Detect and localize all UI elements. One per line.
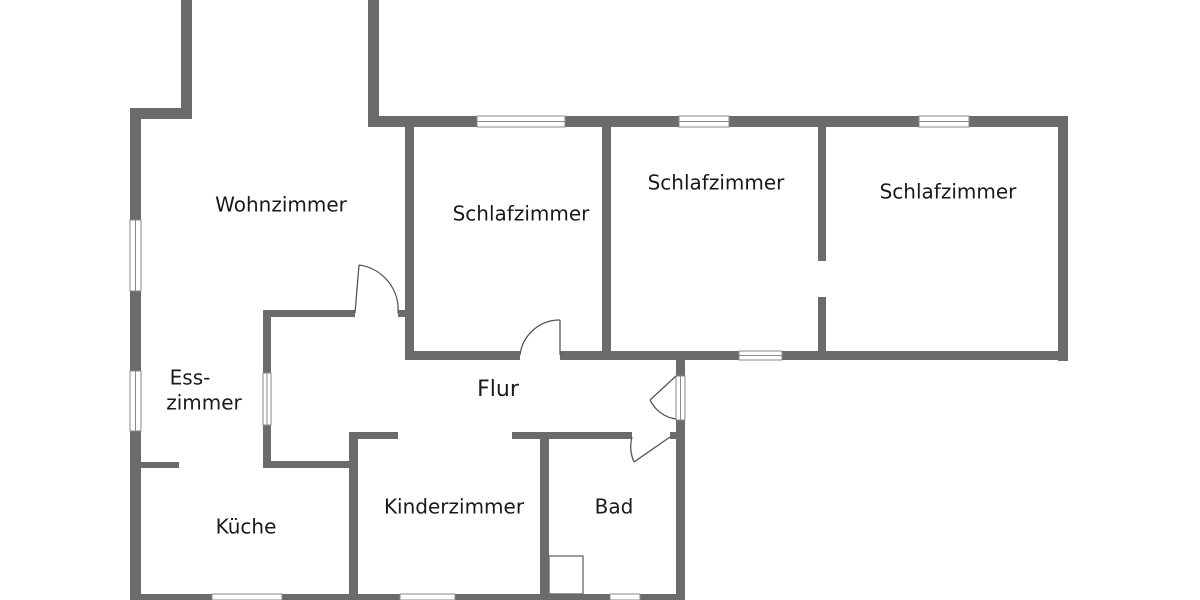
window-flur-right: [675, 375, 686, 421]
label-bad: Bad: [595, 495, 634, 519]
wall-wohnzimmer-schlafzimmer: [405, 127, 414, 360]
wall-kinderzimmer-top: [349, 432, 398, 439]
door-flur-right: [649, 375, 677, 420]
wall-schlafzimmer-1-2: [602, 127, 611, 360]
label-schlafzimmer-3: Schlafzimmer: [880, 180, 1018, 204]
wall-top-left-vertical: [181, 0, 192, 119]
label-kinderzimmer: Kinderzimmer: [384, 495, 525, 519]
wall-kitchen-top: [263, 461, 357, 468]
doors: [354, 264, 677, 463]
window-schlafzimmer-2: [678, 115, 730, 128]
room-labels: Wohnzimmer Schlafzimmer Schlafzimmer Sch…: [166, 171, 1017, 539]
wall-kitchen-stub: [141, 462, 179, 468]
wall-flur-top-left: [263, 310, 355, 317]
label-kueche: Küche: [216, 515, 277, 539]
wall-schlafzimmer-2-3-lower: [818, 297, 826, 360]
label-flur: Flur: [477, 377, 520, 402]
door-wohnzimmer: [354, 264, 399, 314]
wall-bad-top: [512, 432, 632, 439]
wall-kinderzimmer-left: [349, 432, 358, 600]
window-bottom-kinderzimmer: [399, 593, 456, 600]
wall-top-left-stub: [130, 108, 192, 119]
wall-flur-right: [676, 351, 685, 600]
windows: [129, 115, 970, 600]
wall-door-stub: [398, 310, 414, 317]
window-esszimmer-left: [129, 370, 142, 432]
wall-top-middle-vertical: [368, 0, 379, 127]
window-wohnzimmer-left: [129, 219, 142, 292]
shower-tray: [548, 555, 584, 595]
window-schlafzimmer-1: [476, 115, 566, 128]
window-schlafzimmer-3: [918, 115, 970, 128]
fixtures: [548, 555, 584, 595]
window-bedroom-bottom: [738, 350, 783, 361]
wall-kinderzimmer-bad: [540, 432, 549, 600]
door-schlafzimmer-1: [519, 319, 561, 360]
wall-bedroom-bottom: [405, 351, 1068, 360]
door-bad: [630, 436, 671, 463]
label-schlafzimmer-1: Schlafzimmer: [453, 202, 591, 226]
window-bottom-kueche: [211, 593, 283, 600]
label-schlafzimmer-2: Schlafzimmer: [648, 171, 786, 195]
label-esszimmer-line1: Ess-: [170, 366, 211, 390]
wall-bad-top-right: [670, 432, 685, 439]
label-esszimmer-line2: zimmer: [166, 391, 242, 415]
label-wohnzimmer: Wohnzimmer: [215, 193, 348, 217]
wall-right-exterior: [1058, 116, 1068, 361]
window-flur-left: [262, 372, 272, 426]
window-bottom-bad: [609, 593, 641, 600]
wall-left-exterior: [130, 108, 141, 600]
wall-schlafzimmer-2-3-upper: [818, 127, 826, 261]
